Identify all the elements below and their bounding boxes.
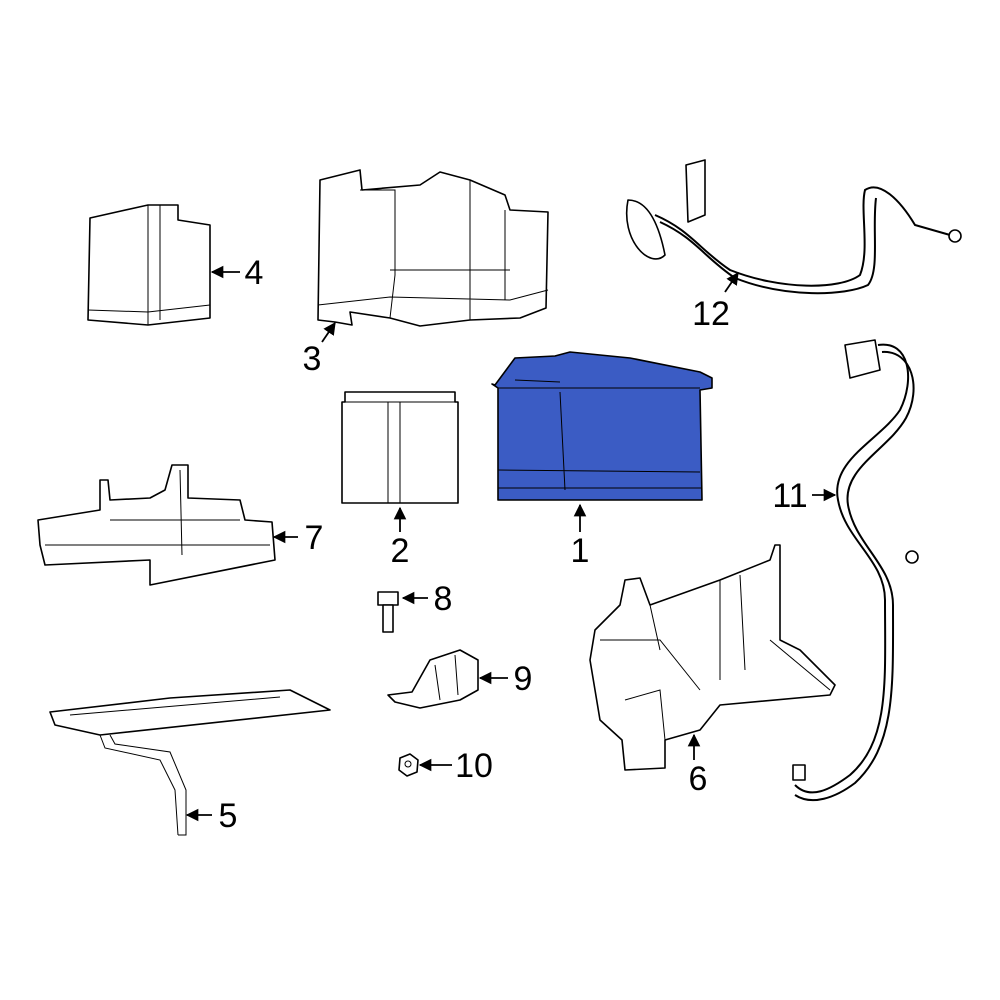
- callout-12: 12: [692, 295, 730, 333]
- callout-4: 4: [245, 254, 264, 292]
- part-11-cable[interactable]: [792, 339, 919, 802]
- callout-8: 8: [434, 580, 453, 618]
- part-8-bolt[interactable]: [377, 591, 399, 633]
- part-5-tray[interactable]: [49, 689, 331, 836]
- part-6-support[interactable]: [589, 544, 836, 771]
- callout-leaders: [185, 265, 837, 822]
- callout-5: 5: [219, 797, 238, 835]
- part-7-bracket[interactable]: [37, 464, 276, 586]
- part-4-cover[interactable]: [87, 204, 211, 326]
- part-10-nut[interactable]: [398, 753, 419, 777]
- callout-11: 11: [772, 477, 807, 515]
- callout-6: 6: [689, 760, 708, 798]
- part-3-cover[interactable]: [317, 169, 549, 327]
- callout-3: 3: [303, 340, 322, 378]
- callout-9: 9: [514, 660, 533, 698]
- callout-7: 7: [305, 519, 324, 557]
- part-12-cable[interactable]: [625, 159, 962, 295]
- callout-2: 2: [391, 532, 410, 570]
- callout-10: 10: [455, 747, 493, 785]
- part-9-bracket[interactable]: [387, 649, 479, 709]
- callout-labels: 1 2 3 4 5 6 7 8 9 10 11 12: [219, 254, 808, 835]
- part-1-battery[interactable]: [491, 351, 713, 501]
- part-2-battery[interactable]: [341, 391, 459, 504]
- callout-1: 1: [571, 532, 590, 570]
